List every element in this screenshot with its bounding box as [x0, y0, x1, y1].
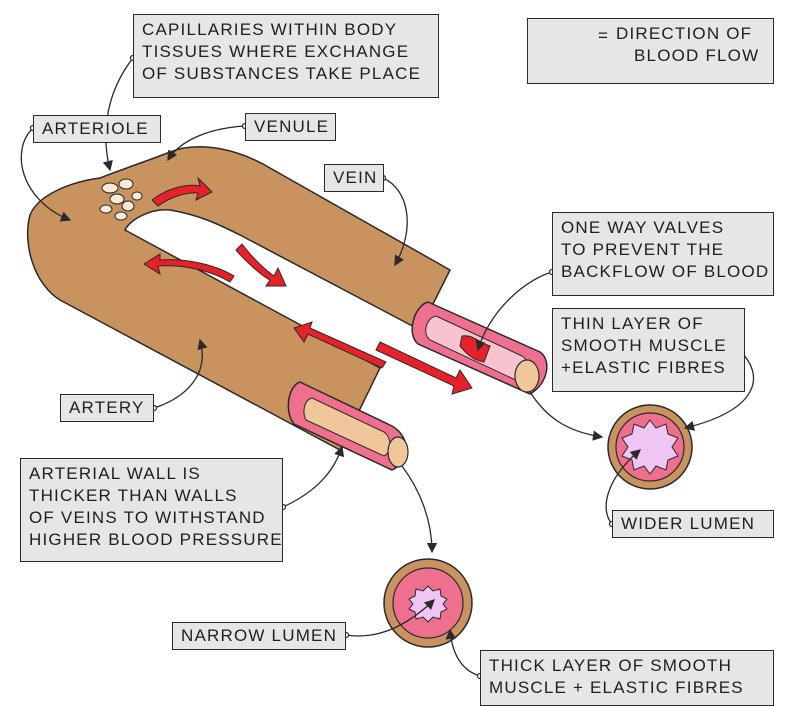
label-arterial-wall-line-2: THICKER THAN WALLS [29, 486, 238, 505]
label-wider-lumen-text: WIDER LUMEN [621, 514, 756, 533]
flow-arrows [143, 176, 473, 395]
label-capillaries: CAPILLARIES WITHIN BODY TISSUES WHERE EX… [133, 14, 439, 98]
pointer-artery-end [401, 465, 438, 554]
label-capillaries-line-2: TISSUES WHERE EXCHANGE [142, 42, 410, 61]
label-arteriole: ARTERIOLE [33, 115, 161, 143]
label-artery-text: ARTERY [69, 398, 145, 417]
label-narrow-lumen-text: NARROW LUMEN [181, 626, 338, 645]
flow-arrow-left [143, 253, 235, 283]
pointer-arterial-wall [282, 445, 345, 508]
pointer-narrow-lumen [345, 599, 435, 637]
pointer-venule [167, 125, 246, 162]
pointer-vein-end [529, 391, 604, 441]
pointer-valves [475, 271, 553, 352]
label-valves-line-3: BACKFLOW OF BLOOD [561, 262, 770, 281]
pointer-thick-layer [445, 628, 481, 677]
flow-arrow-artery-left [293, 321, 387, 369]
flow-arrow-top [151, 176, 213, 207]
flow-arrow-vein-right [375, 341, 473, 395]
pointer-capillaries [102, 57, 134, 172]
label-thick-layer-line-1: THICK LAYER OF SMOOTH [489, 656, 733, 675]
label-valves-line-1: ONE WAY VALVES [561, 218, 725, 237]
label-thick-layer: THICK LAYER OF SMOOTH MUSCLE + ELASTIC F… [480, 650, 774, 706]
label-thin-layer-line-1: THIN LAYER OF [561, 314, 704, 333]
pointer-arteriole [20, 127, 72, 222]
label-valves-line-2: TO PREVENT THE [561, 240, 725, 259]
legend-line-1: DIRECTION OF [616, 24, 753, 43]
flow-arrow-venule-down [235, 243, 287, 287]
capillary-bed [99, 178, 143, 221]
label-thick-layer-line-2: MUSCLE + ELASTIC FIBRES [489, 678, 744, 697]
label-arterial-wall-line-4: HIGHER BLOOD PRESSURE [29, 530, 283, 549]
pointer-lines [20, 57, 755, 677]
legend-line-2: BLOOD FLOW [634, 46, 760, 65]
legend-equals: = [598, 26, 610, 45]
label-capillaries-line-3: OF SUBSTANCES TAKE PLACE [142, 64, 422, 83]
label-artery: ARTERY [60, 394, 154, 422]
label-narrow-lumen: NARROW LUMEN [172, 622, 346, 650]
label-valves: ONE WAY VALVES TO PREVENT THE BACKFLOW O… [552, 212, 774, 296]
label-arteriole-text: ARTERIOLE [42, 119, 149, 138]
label-arterial-wall-line-3: OF VEINS TO WITHSTAND [29, 508, 266, 527]
pointer-thin-layer [683, 350, 755, 431]
label-vein-text: VEIN [333, 168, 378, 187]
pointer-wider-lumen [605, 449, 641, 525]
label-wider-lumen: WIDER LUMEN [612, 510, 774, 538]
label-thin-layer-line-3: +ELASTIC FIBRES [561, 358, 726, 377]
label-capillaries-line-1: CAPILLARIES WITHIN BODY [142, 20, 398, 39]
vein-cross-section [607, 404, 693, 490]
label-arterial-wall: ARTERIAL WALL IS THICKER THAN WALLS OF V… [20, 458, 283, 562]
label-thin-layer: THIN LAYER OF SMOOTH MUSCLE +ELASTIC FIB… [552, 308, 745, 392]
label-thin-layer-line-2: SMOOTH MUSCLE [561, 336, 727, 355]
pointer-artery [153, 338, 208, 409]
label-vein: VEIN [324, 164, 384, 192]
artery-cross-section-end [287, 381, 409, 471]
pointer-vein [382, 177, 408, 267]
legend-box: = DIRECTION OF BLOOD FLOW [527, 18, 774, 84]
vein-cross-section-end [411, 301, 548, 395]
label-venule: VENULE [245, 113, 336, 141]
label-arterial-wall-line-1: ARTERIAL WALL IS [29, 464, 201, 483]
label-venule-text: VENULE [254, 117, 330, 136]
artery-cross-section [383, 558, 473, 648]
